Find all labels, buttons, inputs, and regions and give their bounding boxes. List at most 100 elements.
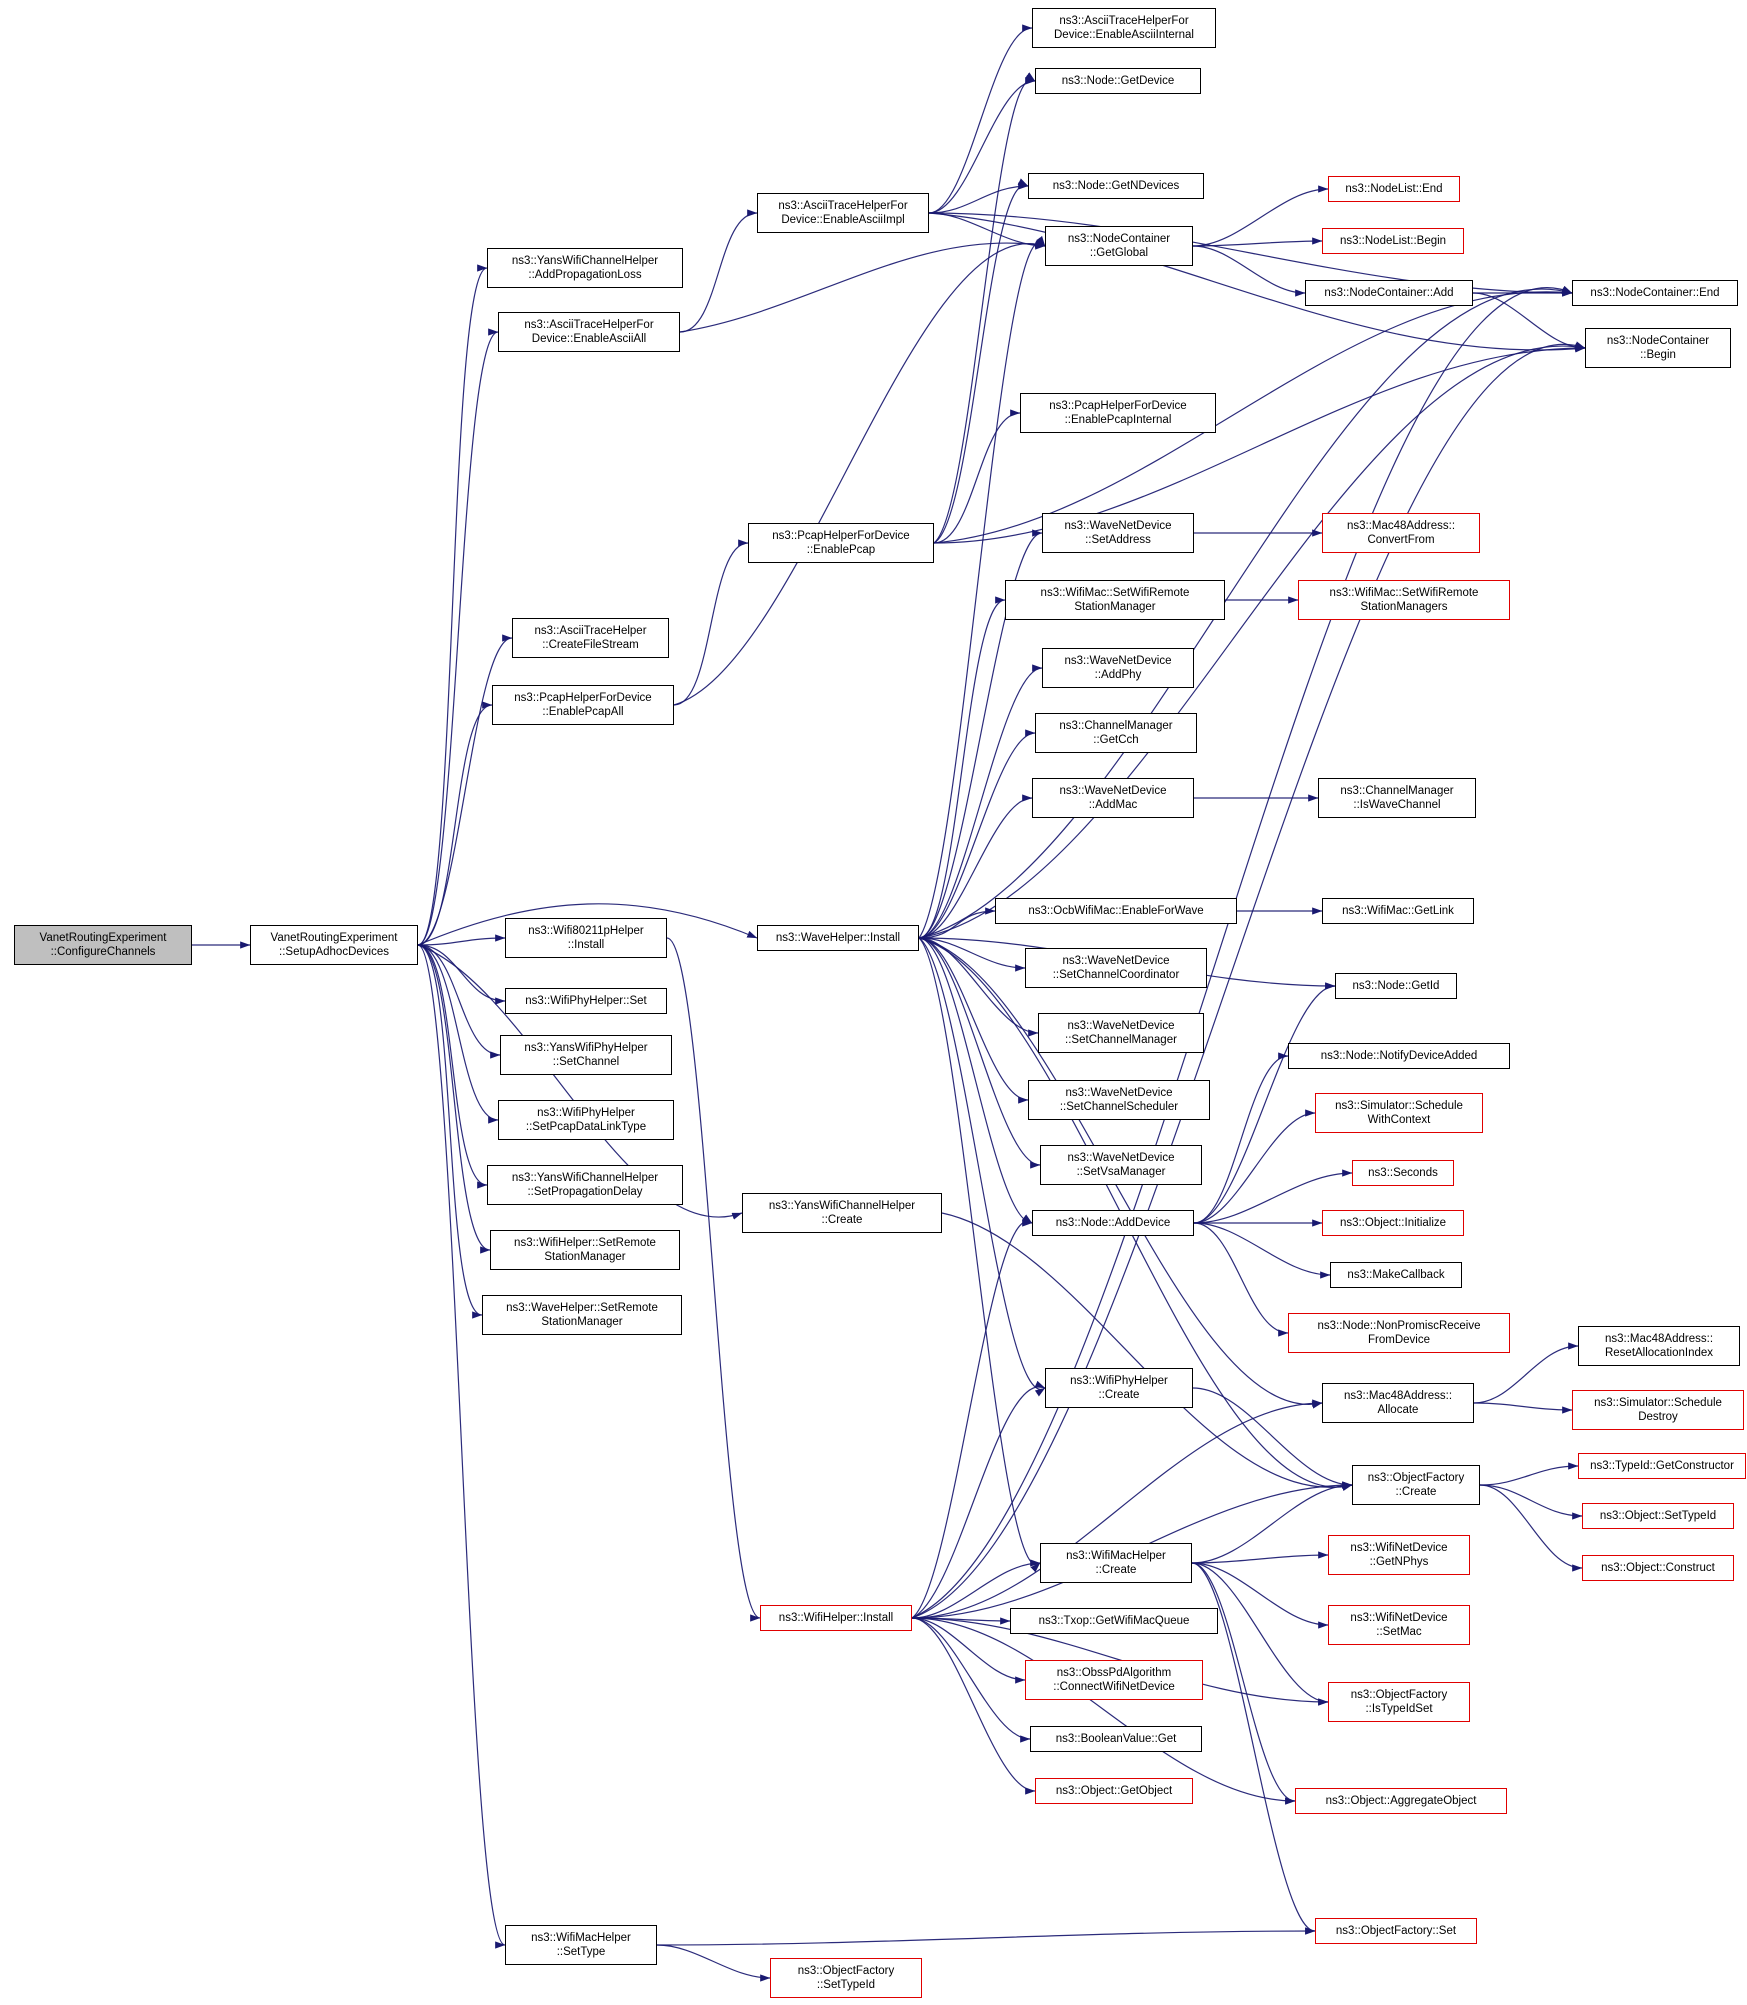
graph-node-obj_construct[interactable]: ns3::Object::Construct [1582,1555,1734,1581]
graph-node-label: ns3::AsciiTraceHelperFor [524,319,654,331]
graph-node-label: VanetRoutingExperiment [270,932,398,944]
graph-node-mac48_alloc[interactable]: ns3::Mac48Address::Allocate [1322,1383,1474,1423]
graph-node-make_callback[interactable]: ns3::MakeCallback [1330,1262,1462,1288]
graph-node-label: ns3::WifiMac::SetWifiRemote [1329,587,1479,599]
graph-node-label: ::EnablePcap [806,544,876,556]
graph-node-phy_create[interactable]: ns3::WifiPhyHelper::Create [1045,1368,1193,1408]
call-edge-node_add_device-to-notify_device_added [1193,1052,1289,1224]
graph-node-node_add_device[interactable]: ns3::Node::AddDevice [1032,1210,1194,1236]
graph-node-nc_get_global[interactable]: ns3::NodeContainer::GetGlobal [1045,226,1193,266]
call-edge-enable_pcap-to-nc_end [933,288,1573,544]
graph-node-configure_channels[interactable]: VanetRoutingExperiment::ConfigureChannel… [14,925,192,965]
graph-node-wnd_add_phy[interactable]: ns3::WaveNetDevice::AddPhy [1042,648,1194,688]
graph-node-enable_pcap_all[interactable]: ns3::PcapHelperForDevice::EnablePcapAll [492,685,674,725]
call-edge-setup_adhoc-to-wifi_set_rsm [417,944,491,1254]
graph-node-of_set[interactable]: ns3::ObjectFactory::Set [1315,1918,1477,1944]
graph-node-obj_settypeid[interactable]: ns3::Object::SetTypeId [1582,1503,1734,1529]
graph-node-add_prop_loss[interactable]: ns3::YansWifiChannelHelper::AddPropagati… [487,248,683,288]
graph-node-obss_connect[interactable]: ns3::ObssPdAlgorithm::ConnectWifiNetDevi… [1025,1660,1203,1700]
graph-node-label: ::SetAddress [1085,534,1151,546]
graph-node-nc_add[interactable]: ns3::NodeContainer::Add [1305,280,1473,306]
graph-node-setup_adhoc[interactable]: VanetRoutingExperiment::SetupAdhocDevice… [250,925,418,965]
graph-node-of_set_typeid[interactable]: ns3::ObjectFactory::SetTypeId [770,1958,922,1998]
graph-node-wnd_set_cs[interactable]: ns3::WaveNetDevice::SetChannelScheduler [1028,1080,1210,1120]
graph-node-bool_get[interactable]: ns3::BooleanValue::Get [1030,1726,1202,1752]
graph-node-label: Allocate [1377,1404,1419,1416]
graph-node-wave_install[interactable]: ns3::WaveHelper::Install [757,925,919,951]
graph-node-nodelist_end[interactable]: ns3::NodeList::End [1328,176,1460,202]
graph-node-node_get_ndevices[interactable]: ns3::Node::GetNDevices [1028,173,1204,199]
graph-node-label: ns3::Mac48Address:: [1346,520,1456,532]
graph-node-label: ::SetVsaManager [1076,1166,1166,1178]
call-edge-setup_adhoc-to-create_file_stream [417,634,513,946]
graph-node-label: ns3::WaveNetDevice [1067,1152,1175,1164]
graph-node-mac_create[interactable]: ns3::WifiMacHelper::Create [1040,1543,1192,1583]
graph-node-set_prop_delay[interactable]: ns3::YansWifiChannelHelper::SetPropagati… [487,1165,683,1205]
call-edge-mac_create-to-wnd_setmac [1191,1562,1329,1629]
graph-node-wifiphy_set[interactable]: ns3::WifiPhyHelper::Set [505,988,667,1014]
graph-node-typeid_getctor[interactable]: ns3::TypeId::GetConstructor [1578,1453,1746,1479]
graph-node-wnd_getnphys[interactable]: ns3::WifiNetDevice::GetNPhys [1328,1535,1470,1575]
graph-node-node_getid[interactable]: ns3::Node::GetId [1335,973,1457,999]
graph-node-notify_device_added[interactable]: ns3::Node::NotifyDeviceAdded [1288,1043,1510,1069]
graph-node-aggregate[interactable]: ns3::Object::AggregateObject [1295,1788,1507,1814]
graph-node-wnd_set_cc[interactable]: ns3::WaveNetDevice::SetChannelCoordinato… [1025,948,1207,988]
call-edge-mac_create-to-of_create [1191,1481,1353,1564]
graph-node-wnd_set_vsa[interactable]: ns3::WaveNetDevice::SetVsaManager [1040,1145,1202,1185]
graph-node-cm_get_cch[interactable]: ns3::ChannelManager::GetCch [1035,713,1197,753]
call-edge-wave_install-to-wnd_add_phy [918,664,1043,939]
graph-node-label: ns3::Object::Construct [1601,1562,1715,1574]
graph-node-of_istypeidset[interactable]: ns3::ObjectFactory::IsTypeIdSet [1328,1682,1470,1722]
graph-node-create_file_stream[interactable]: ns3::AsciiTraceHelper::CreateFileStream [512,618,669,658]
graph-node-obj_init[interactable]: ns3::Object::Initialize [1322,1210,1464,1236]
graph-node-label: ::SetupAdhocDevices [279,946,389,958]
graph-node-label: ::CreateFileStream [542,639,639,651]
graph-node-wnd_add_mac[interactable]: ns3::WaveNetDevice::AddMac [1032,778,1194,818]
graph-node-label: ns3::WaveNetDevice [1059,785,1167,797]
graph-node-nc_begin[interactable]: ns3::NodeContainer::Begin [1585,328,1731,368]
graph-node-set_channel[interactable]: ns3::YansWifiPhyHelper::SetChannel [500,1035,672,1075]
graph-node-enable_pcap[interactable]: ns3::PcapHelperForDevice::EnablePcap [748,523,934,563]
graph-node-wifi80211p_install[interactable]: ns3::Wifi80211pHelper::Install [505,918,667,958]
graph-node-wnd_set_address[interactable]: ns3::WaveNetDevice::SetAddress [1042,513,1194,553]
graph-node-wifimac_getlink[interactable]: ns3::WifiMac::GetLink [1322,898,1474,924]
graph-node-wnd_set_cm[interactable]: ns3::WaveNetDevice::SetChannelManager [1038,1013,1204,1053]
graph-node-cm_is_wave[interactable]: ns3::ChannelManager::IsWaveChannel [1318,778,1476,818]
graph-node-label: StationManager [541,1316,623,1328]
graph-node-label: ::EnablePcapInternal [1064,414,1172,426]
graph-node-seconds[interactable]: ns3::Seconds [1352,1160,1454,1186]
call-edge-setup_adhoc-to-set_prop_delay [417,944,488,1189]
graph-node-mac_set_type[interactable]: ns3::WifiMacHelper::SetType [505,1925,657,1965]
graph-node-label: ns3::YansWifiPhyHelper [524,1042,648,1054]
graph-node-mac48_convert[interactable]: ns3::Mac48Address::ConvertFrom [1322,513,1480,553]
call-edge-mac48_alloc-to-reset_alloc [1473,1342,1579,1404]
graph-node-wnd_setmac[interactable]: ns3::WifiNetDevice::SetMac [1328,1605,1470,1645]
graph-node-of_create[interactable]: ns3::ObjectFactory::Create [1352,1465,1480,1505]
graph-node-nodelist_begin[interactable]: ns3::NodeList::Begin [1322,228,1464,254]
graph-node-set_pcap_dlt[interactable]: ns3::WifiPhyHelper::SetPcapDataLinkType [498,1100,674,1140]
graph-node-wifi_install[interactable]: ns3::WifiHelper::Install [760,1605,912,1631]
graph-node-label: ns3::PcapHelperForDevice [514,692,652,704]
call-edge-wave_install-to-mac_create [918,937,1041,1573]
graph-node-label: ns3::WifiPhyHelper::Set [525,995,647,1007]
graph-node-yans_create[interactable]: ns3::YansWifiChannelHelper::Create [742,1193,942,1233]
graph-node-get_object[interactable]: ns3::Object::GetObject [1035,1778,1193,1804]
call-edge-mac_set_type-to-of_set_typeid [656,1944,771,1982]
graph-node-nc_end[interactable]: ns3::NodeContainer::End [1572,280,1738,306]
graph-node-enable_pcap_internal[interactable]: ns3::PcapHelperForDevice::EnablePcapInte… [1020,393,1216,433]
graph-node-ocb_enable_wave[interactable]: ns3::OcbWifiMac::EnableForWave [995,898,1237,924]
graph-node-txop_queue[interactable]: ns3::Txop::GetWifiMacQueue [1010,1608,1218,1634]
graph-node-node_get_device[interactable]: ns3::Node::GetDevice [1035,68,1201,94]
graph-node-reset_alloc[interactable]: ns3::Mac48Address::ResetAllocationIndex [1578,1326,1740,1366]
graph-node-label: ns3::Node::GetDevice [1061,75,1175,87]
